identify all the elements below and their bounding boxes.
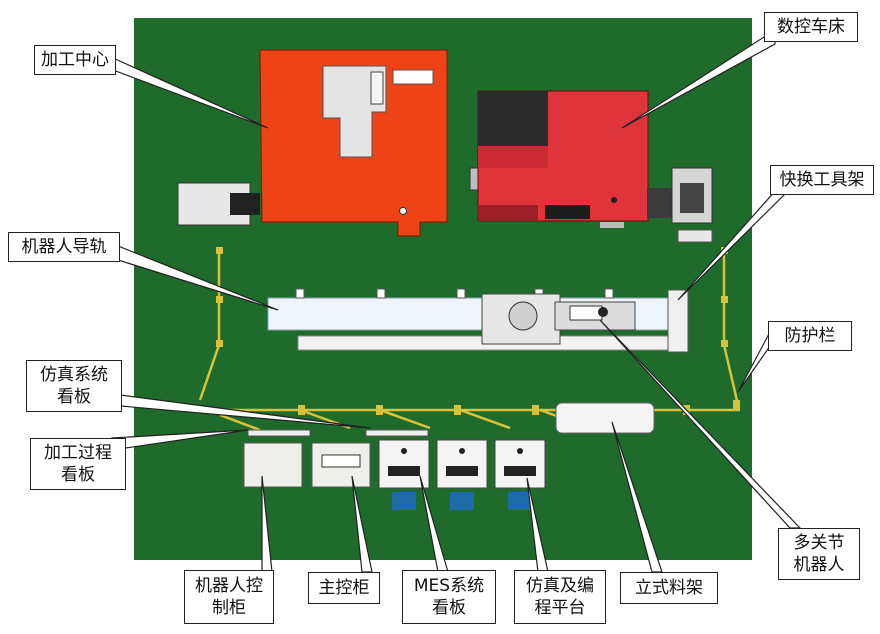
label-cnc-lathe: 数控车床 xyxy=(764,12,858,42)
label-vertical-rack: 立式料架 xyxy=(620,572,718,604)
label-tool-rack: 快换工具架 xyxy=(770,165,874,195)
vertical-rack xyxy=(555,402,655,434)
label-robot: 多关节 机器人 xyxy=(778,528,860,580)
label-robot-cabinet: 机器人控 制柜 xyxy=(184,570,274,624)
label-machining-center: 加工中心 xyxy=(34,45,116,75)
guardrail-fence xyxy=(198,249,740,432)
board-mounts xyxy=(247,429,429,437)
label-robot-rail: 机器人导轨 xyxy=(8,232,120,262)
process-board-cabinet xyxy=(243,442,303,488)
machining-center xyxy=(177,49,448,237)
tool-rack xyxy=(667,289,689,353)
label-mes-board: MES系统 看板 xyxy=(402,570,496,624)
callout-pointers xyxy=(97,28,802,573)
robot-body xyxy=(481,293,636,345)
cnc-lathe xyxy=(469,90,713,243)
label-main-cabinet: 主控柜 xyxy=(308,572,380,604)
label-process-board: 加工过程 看板 xyxy=(30,438,126,490)
label-sim-platform: 仿真及编 程平台 xyxy=(514,570,606,624)
label-guardrail: 防护栏 xyxy=(768,321,852,351)
terminal-units xyxy=(378,439,546,510)
label-sim-board: 仿真系统 看板 xyxy=(26,360,122,412)
